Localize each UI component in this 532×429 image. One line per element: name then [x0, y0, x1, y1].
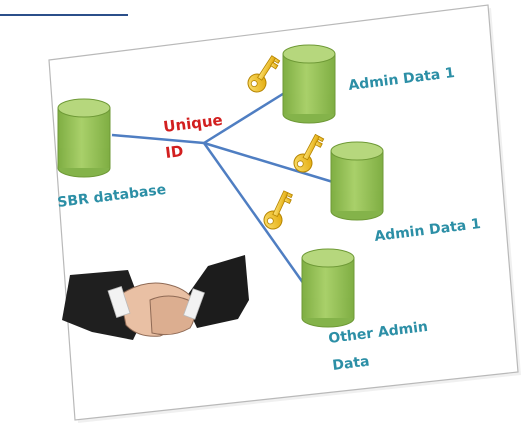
target-database-icon-3	[301, 248, 355, 328]
source-database-icon	[57, 98, 111, 178]
handshake-image	[62, 255, 249, 340]
target-database-icon-2	[330, 141, 384, 221]
header-rule	[0, 14, 128, 16]
connector-lines	[111, 90, 334, 288]
link-line-target-1	[203, 90, 287, 145]
link-line-target-3	[202, 142, 308, 288]
target-3-label-line-2: Data	[332, 354, 371, 374]
link-label-line-2: ID	[164, 142, 184, 162]
target-database-icon-1	[282, 44, 336, 124]
link-line-target-2	[203, 141, 334, 184]
link-line-source	[111, 133, 205, 145]
